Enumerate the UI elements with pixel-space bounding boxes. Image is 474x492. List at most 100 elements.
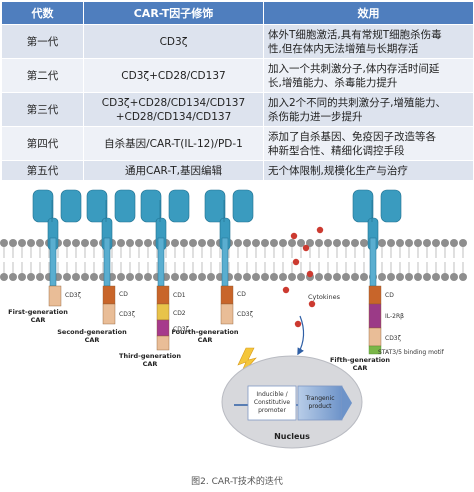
lipid-head <box>243 239 251 247</box>
lipid-head <box>117 273 125 281</box>
cytokine-dot <box>282 286 290 294</box>
lipid-head <box>18 239 26 247</box>
lipid-head <box>90 273 98 281</box>
lipid-head <box>315 239 323 247</box>
transmembrane-domain <box>49 237 57 287</box>
lipid-head <box>396 239 404 247</box>
table-row: 第五代通用CAR-T,基因编辑无个体限制,规模化生产与治疗 <box>1 160 474 181</box>
cell-generation: 第一代 <box>1 24 84 59</box>
promoter-line-2: Constitutive <box>254 399 291 406</box>
lipid-head <box>180 273 188 281</box>
lipid-head <box>297 239 305 247</box>
product-arrow-head <box>342 386 352 420</box>
il2rb-domain <box>368 303 382 329</box>
cytokines-label: Cytokines <box>308 293 341 301</box>
lipid-head <box>171 239 179 247</box>
costim-domain <box>368 285 382 305</box>
cell-modification: 自杀基因/CAR-T(IL-12)/PD-1 <box>83 126 264 161</box>
lipid-head <box>342 273 350 281</box>
cell-generation: 第四代 <box>1 126 84 161</box>
lipid-head <box>414 239 422 247</box>
lipid-head <box>189 273 197 281</box>
lipid-head <box>288 239 296 247</box>
lipid-head <box>36 273 44 281</box>
lipid-head <box>90 239 98 247</box>
lipid-head <box>72 273 80 281</box>
generation-label: CAR <box>85 336 100 344</box>
effect-line: 体外T细胞激活,具有常规T细胞杀伤毒 <box>268 28 442 41</box>
domain-label: CD3ζ <box>173 326 189 333</box>
cell-effect: 体外T细胞激活,具有常规T细胞杀伤毒性,但在体内无法增殖与长期存活 <box>263 24 474 59</box>
modification-line: +CD28/CD134/CD137 <box>115 110 232 123</box>
product-box <box>297 385 343 421</box>
lipid-head <box>243 273 251 281</box>
cell-effect: 加入一个共刺激分子,体内存活时间延长,增殖能力、杀毒能力提升 <box>263 58 474 93</box>
generation-label: Fifth-generation <box>330 356 390 364</box>
cytokine-dot <box>294 320 302 328</box>
lipid-head <box>234 273 242 281</box>
generation-label: Fourth-generation <box>171 328 238 336</box>
cell-effect: 添加了自杀基因、免疫因子改造等各种新型合性、精细化调控手段 <box>263 126 474 161</box>
lipid-head <box>0 239 8 247</box>
lipid-head <box>270 273 278 281</box>
lipid-head <box>324 273 332 281</box>
cd3z-domain <box>368 327 382 347</box>
lipid-head <box>261 239 269 247</box>
lipid-head <box>9 239 17 247</box>
generation-label: Second-generation <box>57 328 127 336</box>
lipid-head <box>342 239 350 247</box>
lipid-head <box>396 273 404 281</box>
cd3z-domain <box>156 335 170 351</box>
cell-membrane <box>0 239 467 281</box>
cd3z-domain <box>220 303 234 325</box>
cytokine-dot <box>290 232 298 240</box>
transmembrane-domain <box>369 237 377 287</box>
modification-line: 自杀基因/CAR-T(IL-12)/PD-1 <box>104 137 243 150</box>
domain-label: CD <box>237 291 246 298</box>
cell-effect: 加入2个不同的共刺激分子,增殖能力、杀伤能力进一步提升 <box>263 92 474 127</box>
effect-line: 加入一个共刺激分子,体内存活时间延 <box>268 62 440 75</box>
cell-modification: CD3ζ <box>83 24 264 59</box>
lipid-head <box>81 239 89 247</box>
figure-caption: 图2. CAR-T技术的迭代 <box>191 477 283 487</box>
lipid-head <box>405 273 413 281</box>
lipid-head <box>18 273 26 281</box>
cd3z-domain <box>48 285 62 307</box>
costim-domain <box>102 285 116 305</box>
lipid-head <box>135 239 143 247</box>
costim2-domain <box>156 303 170 321</box>
modification-line: 通用CAR-T,基因编辑 <box>125 164 222 177</box>
lipid-head <box>207 239 215 247</box>
header-modification: CAR-T因子修饰 <box>83 1 264 25</box>
cell-modification: CD3ζ+CD28/CD137 <box>83 58 264 93</box>
cytokine-dot <box>306 270 314 278</box>
lipid-head <box>234 239 242 247</box>
lipid-head <box>63 273 71 281</box>
lipid-head <box>207 273 215 281</box>
modification-line: CD3ζ+CD28/CD137 <box>121 69 226 82</box>
generation-label: First-generation <box>8 308 68 316</box>
costim-domain <box>156 285 170 305</box>
lipid-head <box>441 273 449 281</box>
curve-arrow <box>297 315 305 356</box>
nucleus-label: Nucleus <box>274 432 310 441</box>
lipid-head <box>252 239 260 247</box>
lipid-head <box>126 273 134 281</box>
modification-line: CD3ζ+CD28/CD134/CD137 <box>101 96 246 109</box>
promoter-line-1: Inducible / <box>256 391 288 398</box>
table-header-row: 代数 CAR-T因子修饰 效用 <box>1 1 474 25</box>
lipid-head <box>27 273 35 281</box>
effect-line: 杀伤能力进一步提升 <box>268 110 363 123</box>
domain-label: CD3ζ <box>119 311 135 318</box>
stat-motif-domain <box>368 345 382 355</box>
lipid-head <box>432 239 440 247</box>
lipid-head <box>189 239 197 247</box>
lipid-head <box>459 273 467 281</box>
lipid-head <box>450 273 458 281</box>
cytokine-group <box>282 226 324 328</box>
transmembrane-domain <box>221 237 229 287</box>
domain-label: CD <box>119 291 128 298</box>
